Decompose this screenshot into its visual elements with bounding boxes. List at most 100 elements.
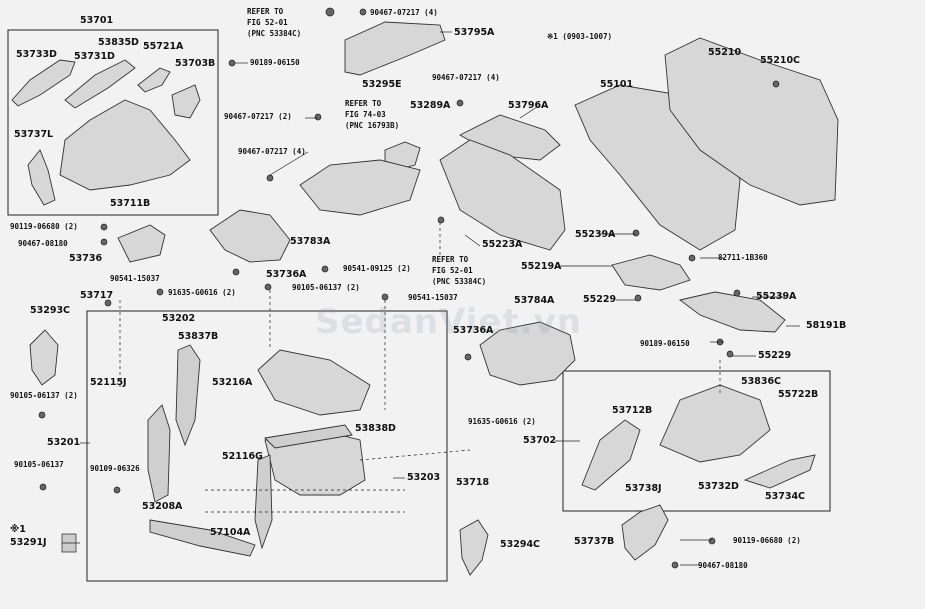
label-55721A: 55721A xyxy=(143,41,184,52)
part-53293C xyxy=(29,329,59,386)
label-52116G: 52116G xyxy=(222,451,263,462)
fastener xyxy=(38,411,46,419)
fastener xyxy=(632,229,640,237)
part-53737B xyxy=(621,504,669,561)
label-53836C: 53836C xyxy=(741,376,782,387)
label-57104A: 57104A xyxy=(210,527,251,538)
label-82711-1B360: 82711-1B360 xyxy=(718,253,768,262)
label-53738J: 53738J xyxy=(625,483,662,494)
part-53208A xyxy=(147,404,171,503)
ref2-line1: REFER TO xyxy=(345,99,382,108)
label-90541-09125: 90541-09125 (2) xyxy=(343,264,411,273)
label-53783A: 53783A xyxy=(290,236,331,247)
fastener xyxy=(708,537,716,545)
label-53733D: 53733D xyxy=(16,49,57,60)
label-55210C: 55210C xyxy=(760,55,801,66)
part-53732D xyxy=(659,384,771,463)
label-53784A: 53784A xyxy=(514,295,555,306)
label-58191B: 58191B xyxy=(806,320,847,331)
ref2-line3: (PNC 16793B) xyxy=(345,121,400,130)
label-53718: 53718 xyxy=(456,477,490,488)
ref3-line3: (PNC 53384C) xyxy=(432,277,487,286)
label-53703B: 53703B xyxy=(175,58,216,69)
label-90467-08180-left: 90467-08180 xyxy=(18,239,68,248)
label-53701: 53701 xyxy=(80,15,114,26)
label-90105-06137-left: 90105-06137 xyxy=(14,460,64,469)
watermark-text: SedanViet.vn xyxy=(315,302,582,342)
part-52116G xyxy=(254,454,273,550)
part-53784A xyxy=(479,321,576,386)
fastener xyxy=(464,353,472,361)
label-53291J: 53291J xyxy=(10,537,47,548)
label-53736A-mid: 53736A xyxy=(453,325,494,336)
label-53838D: 53838D xyxy=(355,423,396,434)
label-53732D: 53732D xyxy=(698,481,739,492)
group-box-53201 xyxy=(86,310,448,582)
label-53737B: 53737B xyxy=(574,536,615,547)
label-55210: 55210 xyxy=(708,47,742,58)
part-53711B xyxy=(59,99,191,191)
part-53733D xyxy=(11,59,76,107)
label-53712B: 53712B xyxy=(612,405,653,416)
label-53203: 53203 xyxy=(407,472,441,483)
fastener xyxy=(726,350,734,358)
fastener xyxy=(39,483,47,491)
label-53734C: 53734C xyxy=(765,491,806,502)
part-55210 xyxy=(664,37,839,206)
label-55101: 55101 xyxy=(600,79,634,90)
label-52115J: 52115J xyxy=(90,377,127,388)
fastener xyxy=(266,174,274,182)
part-53737L xyxy=(27,149,56,206)
fastener xyxy=(733,289,741,297)
label-90541-15037-b: 90541-15037 xyxy=(408,293,458,302)
label-53737L: 53737L xyxy=(14,129,54,140)
label-90467-07217-2: 90467-07217 (2) xyxy=(224,112,292,121)
ref1-line1: REFER TO xyxy=(247,7,284,16)
fastener xyxy=(113,486,121,494)
fastener xyxy=(381,293,389,301)
label-55229-b: 55229 xyxy=(758,350,792,361)
label-55219A: 55219A xyxy=(521,261,562,272)
label-53717: 53717 xyxy=(80,290,114,301)
label-53289A: 53289A xyxy=(410,100,451,111)
label-53208A: 53208A xyxy=(142,501,183,512)
label-53731D: 53731D xyxy=(74,51,115,62)
label-90467-08180-right: 90467-08180 xyxy=(698,561,748,570)
label-53216A: 53216A xyxy=(212,377,253,388)
part-53712B xyxy=(581,419,641,491)
label-53702: 53702 xyxy=(523,435,557,446)
label-53294C: 53294C xyxy=(500,539,541,550)
label-53736A-top: 53736A xyxy=(266,269,307,280)
label-90105-06137-2-mid: 90105-06137 (2) xyxy=(292,283,360,292)
part-53783A xyxy=(209,209,291,263)
part-53202 xyxy=(175,344,201,447)
label-53835D: 53835D xyxy=(98,37,139,48)
label-53295E: 53295E xyxy=(362,79,402,90)
fastener xyxy=(437,216,445,224)
fastener xyxy=(104,299,112,307)
fastener xyxy=(314,113,322,121)
ref3-line2: FIG 52-01 xyxy=(432,266,473,275)
part-53734C xyxy=(743,454,816,489)
group-box-53701 xyxy=(7,29,219,216)
label-90109-06326: 90109-06326 xyxy=(90,464,140,473)
label-55239A-a: 55239A xyxy=(575,229,616,240)
part-53731D xyxy=(64,59,136,109)
label-55229-a: 55229 xyxy=(583,294,617,305)
label-53837B: 53837B xyxy=(178,331,219,342)
fastener xyxy=(634,294,642,302)
part-53216A xyxy=(257,349,371,416)
part-55223A xyxy=(439,139,566,251)
note-mark-left: ※1 xyxy=(10,524,26,535)
label-90541-15037-a: 90541-15037 xyxy=(110,274,160,283)
label-90467-07217-4-mid: 90467-07217 (4) xyxy=(238,147,306,156)
label-90467-07217-4-right: 90467-07217 (4) xyxy=(432,73,500,82)
label-53293C: 53293C xyxy=(30,305,71,316)
label-53795A: 53795A xyxy=(454,27,495,38)
fastener xyxy=(100,238,108,246)
fastener xyxy=(456,99,464,107)
part-53838D xyxy=(264,424,353,449)
ref3-line1: REFER TO xyxy=(432,255,469,264)
fastener xyxy=(264,283,272,291)
